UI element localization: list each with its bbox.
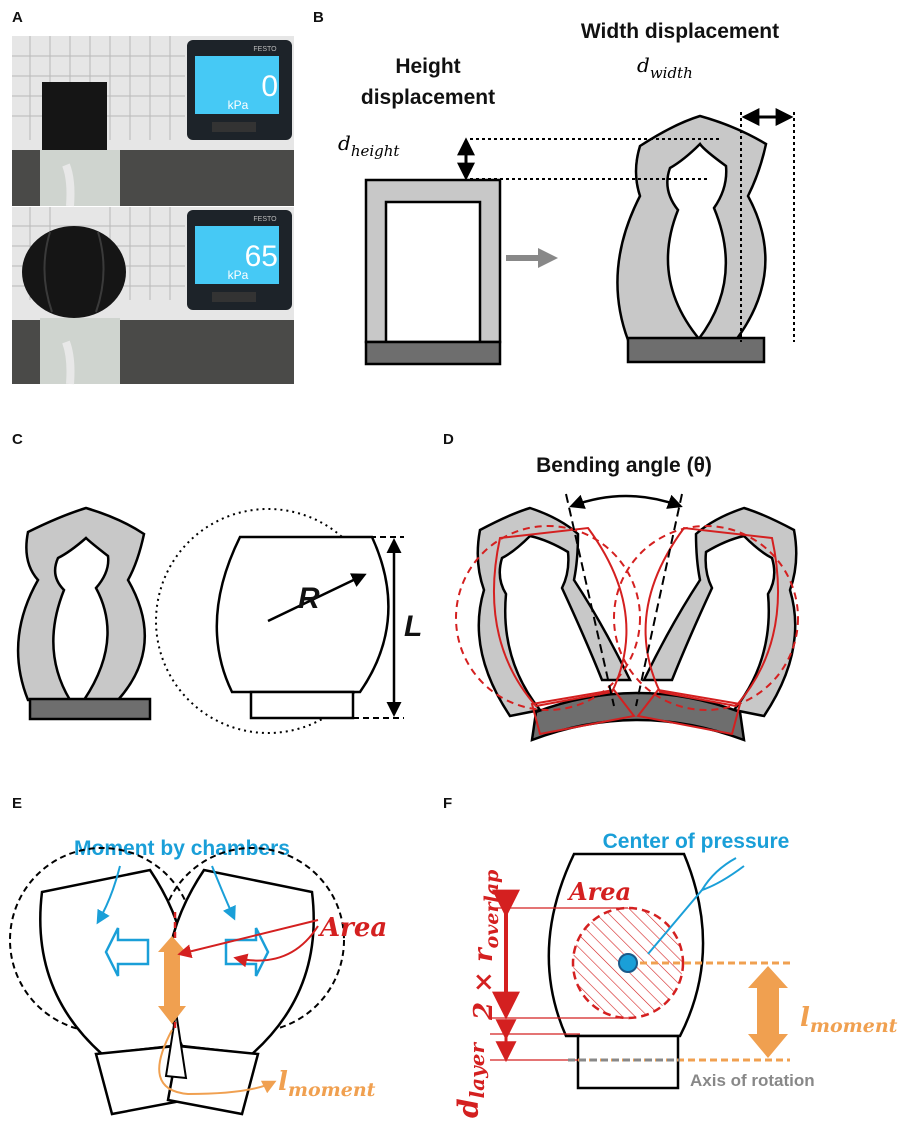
cop-pointer bbox=[699, 857, 745, 892]
radius-arrow bbox=[267, 573, 367, 623]
e-gap bbox=[164, 1011, 188, 1080]
length-label: L bbox=[404, 610, 422, 643]
f-area-label: Area bbox=[567, 877, 631, 906]
moment-label: Moment by chambers bbox=[74, 837, 290, 860]
panel-a-letter: A bbox=[12, 9, 23, 26]
e-moment-pointer-left bbox=[96, 865, 121, 925]
e-moment-pointer-right bbox=[211, 865, 236, 921]
bending-angle-label: Bending angle (θ) bbox=[536, 454, 712, 477]
dlayer-label: dlayer bbox=[452, 1042, 489, 1118]
width-label: Width displacement bbox=[581, 20, 779, 43]
actuator-initial bbox=[364, 178, 502, 366]
e-moment-arrow-left bbox=[104, 927, 150, 977]
photo-top: 0 kPa FESTO bbox=[12, 36, 294, 207]
f-lmoment-label: lmoment bbox=[800, 1003, 898, 1037]
e-area-pointer-1 bbox=[177, 919, 319, 959]
radius-label: R bbox=[298, 582, 320, 615]
angle-guide-right bbox=[635, 493, 683, 707]
base-outline-f bbox=[576, 1034, 680, 1090]
actuator-c bbox=[16, 506, 152, 721]
base-outline-c bbox=[249, 690, 355, 720]
width-symbol: dwidth bbox=[637, 53, 693, 82]
lcd-top-brand: FESTO bbox=[253, 46, 277, 53]
cop-leader bbox=[647, 889, 703, 955]
lcd-bottom-unit: kPa bbox=[228, 268, 249, 282]
panel-f-letter: F bbox=[443, 795, 452, 812]
panel-d-letter: D bbox=[443, 431, 454, 448]
angle-guide-left bbox=[565, 493, 615, 707]
cop-dot bbox=[618, 953, 638, 973]
lcd-top-unit: kPa bbox=[228, 98, 249, 112]
e-area-pointer-2 bbox=[233, 925, 319, 968]
area-circle bbox=[571, 906, 685, 1020]
panel-c-letter: C bbox=[12, 431, 23, 448]
lcd-bottom-value: 65 bbox=[245, 240, 278, 273]
panel-e-letter: E bbox=[12, 795, 22, 812]
photo-bottom: 65 kPa FESTO bbox=[12, 207, 294, 385]
axis-label: Axis of rotation bbox=[690, 1071, 815, 1090]
transform-arrow bbox=[506, 248, 558, 268]
overlap-label: 2 × roverlap bbox=[469, 869, 503, 1021]
cop-label: Center of pressure bbox=[603, 830, 790, 853]
height-label-line1: Height bbox=[395, 55, 460, 78]
e-area-label: Area bbox=[317, 913, 387, 943]
lcd-bottom-brand: FESTO bbox=[253, 216, 277, 223]
actuator-inflated-b bbox=[616, 114, 768, 364]
angle-arc bbox=[569, 494, 683, 509]
e-lmoment-label: lmoment bbox=[278, 1067, 376, 1101]
height-symbol: dheight bbox=[338, 131, 400, 160]
b-guides bbox=[470, 112, 795, 342]
e-lmoment-pointer bbox=[158, 1029, 277, 1096]
lcd-top-value: 0 bbox=[261, 70, 278, 103]
actuator-uninflated bbox=[42, 82, 107, 154]
bend-outlines-red bbox=[455, 525, 799, 736]
actuator-inflated bbox=[22, 226, 126, 318]
panel-b-letter: B bbox=[313, 9, 324, 26]
chamber-outline-c bbox=[215, 535, 390, 694]
f-lmoment-arrow bbox=[748, 966, 788, 1058]
height-label-line2: displacement bbox=[361, 86, 495, 109]
